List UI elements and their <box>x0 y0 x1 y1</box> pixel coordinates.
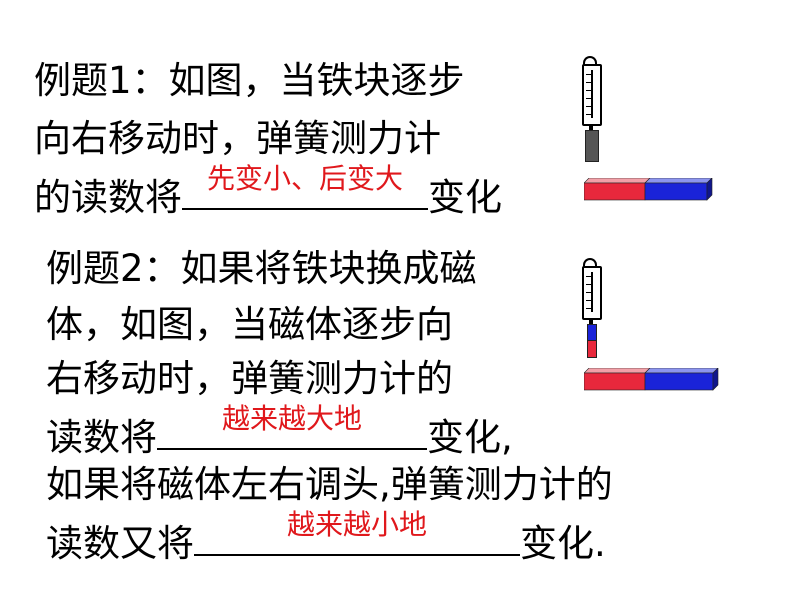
example2-line6-suffix: 变化. <box>520 522 606 565</box>
example1-line3-suffix: 变化 <box>428 176 502 219</box>
example2-answer2: 越来越小地 <box>286 508 427 541</box>
example2-line1: 例题2：如果将铁块换成磁 <box>46 247 477 290</box>
example2-line4-suffix: 变化, <box>427 416 513 459</box>
example1-answer: 先变小、后变大 <box>206 162 403 195</box>
scale2-hook-icon <box>583 258 597 269</box>
scale1-tick <box>586 106 591 107</box>
scale1-tick <box>586 90 591 91</box>
example2-answer1-blank: 越来越大地 <box>157 402 427 450</box>
scale2-tick <box>586 292 591 293</box>
scale1-tick <box>586 82 591 83</box>
magnet2-icon <box>583 367 719 391</box>
spring-scale2 <box>582 266 602 320</box>
scale1-connector <box>589 124 593 130</box>
scale2-spring <box>591 272 593 312</box>
example2-line6-prefix: 读数又将 <box>46 522 194 565</box>
spring-scale1 <box>582 64 602 126</box>
example2-line2: 体，如图，当磁体逐步向 <box>46 303 453 346</box>
small-magnet-south <box>587 340 597 358</box>
scale1-tick <box>586 74 591 75</box>
example1-line2: 向右移动时，弹簧测力计 <box>34 117 441 160</box>
scale2-tick <box>586 284 591 285</box>
example2-answer2-blank: 越来越小地 <box>194 508 520 556</box>
example1-line3: 的读数将先变小、后变大变化 <box>34 162 502 221</box>
example2-line3: 右移动时，弹簧测力计的 <box>46 357 453 400</box>
magnet1-icon <box>583 177 713 201</box>
scale2-tick <box>586 300 591 301</box>
figure2 <box>578 258 722 398</box>
scale2-connector <box>589 318 593 324</box>
scale1-tick <box>586 114 591 115</box>
magnet2 <box>583 367 719 391</box>
magnet1 <box>583 177 713 201</box>
scale1-hook-icon <box>583 56 597 67</box>
example2-answer1: 越来越大地 <box>221 402 362 435</box>
example1-answer-blank: 先变小、后变大 <box>182 162 428 210</box>
scale1-spring <box>591 70 593 118</box>
scale2-tick <box>586 276 591 277</box>
example2-line5: 如果将磁体左右调头,弹簧测力计的 <box>46 463 613 506</box>
example2-line6: 读数又将 越来越小地 变化. <box>46 508 606 567</box>
scale2-tick <box>586 308 591 309</box>
scale1-tick <box>586 98 591 99</box>
example2-line4-prefix: 读数将 <box>46 416 157 459</box>
iron-block <box>585 130 599 162</box>
example2-line4: 读数将 越来越大地 变化, <box>46 402 513 461</box>
figure1 <box>578 56 718 206</box>
example1-line3-prefix: 的读数将 <box>34 176 182 219</box>
example1-line1: 例题1：如图，当铁块逐步 <box>34 59 465 102</box>
